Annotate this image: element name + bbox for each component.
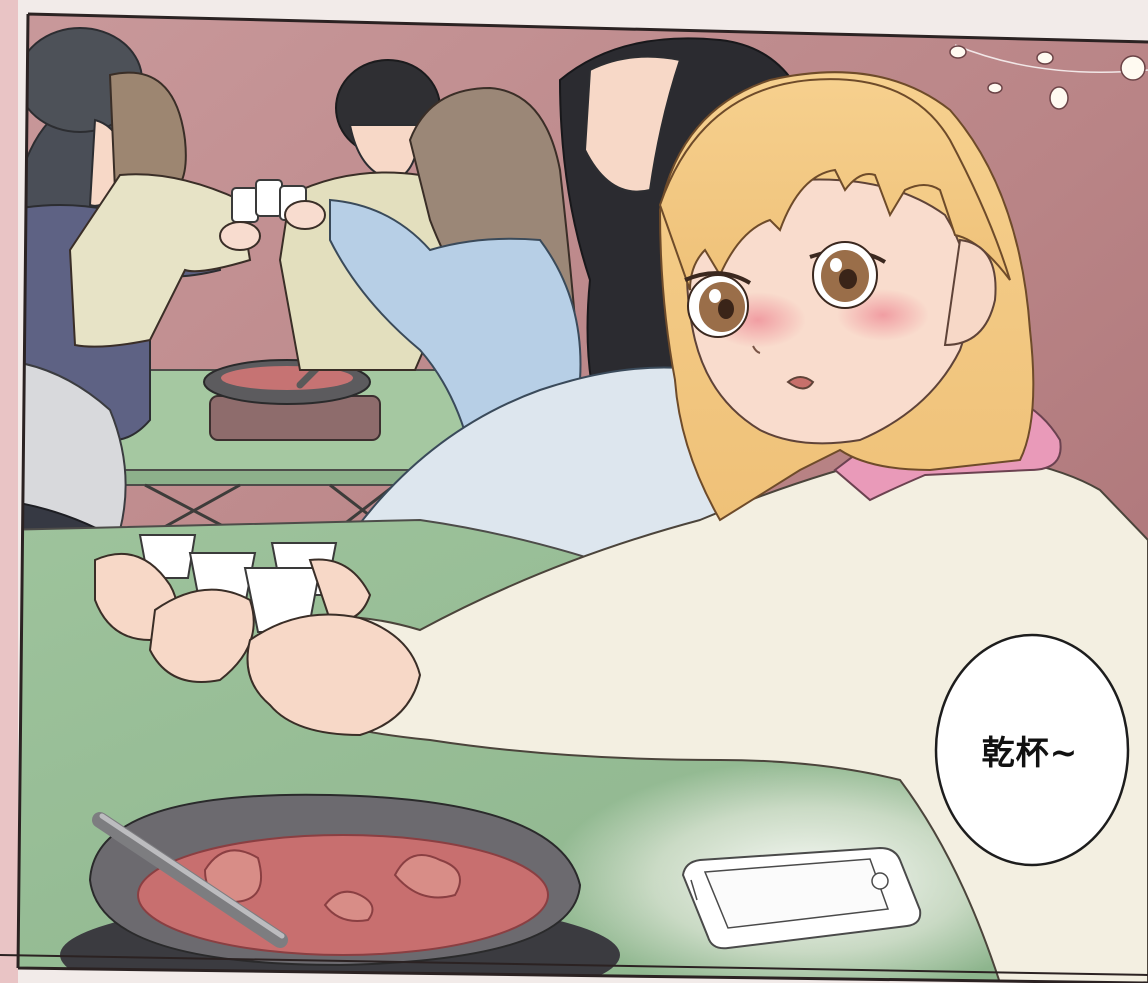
string-lights-icon <box>949 44 1148 110</box>
speech-bubble <box>934 633 1130 867</box>
phone-icon <box>681 846 922 950</box>
shot-glass-icon <box>94 534 372 683</box>
back-glasses-icon <box>219 179 326 251</box>
eyes <box>684 241 887 338</box>
speech-bubble-text: 乾杯~ <box>981 733 1079 772</box>
